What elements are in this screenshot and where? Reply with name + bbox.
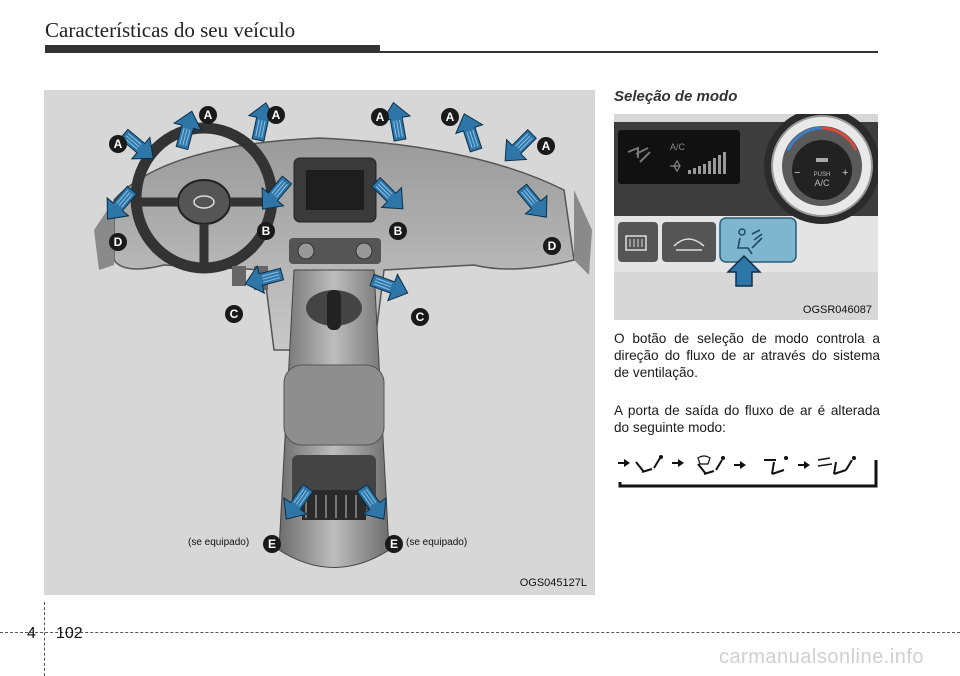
footer-divider [44,602,45,676]
page-number: 102 [56,625,83,642]
optional-note-left: (se equipado) [188,537,250,548]
vent-badge-e: E E [263,535,403,553]
svg-text:A: A [114,137,123,151]
recirculation-icon [673,238,705,251]
paragraph-mode-sequence: A porta de saída do fluxo de ar é altera… [614,403,880,435]
mode-sequence-diagram [614,452,880,488]
mode-floor-icon [764,456,788,475]
svg-text:A/C: A/C [670,142,686,152]
svg-text:PUSH: PUSH [814,172,831,178]
svg-text:E: E [268,537,276,551]
svg-text:A: A [376,110,385,124]
up-arrow-icon [726,254,762,287]
mode-defrost-face-icon [697,455,725,475]
svg-text:C: C [416,310,425,324]
mode-face-icon [627,146,651,163]
svg-text:A: A [204,108,213,122]
svg-text:A/C: A/C [814,178,830,188]
svg-text:+: + [842,167,848,179]
optional-note-right: (se equipado) [406,537,468,548]
paragraph-mode-description: O botão de seleção de modo controla a di… [614,331,880,380]
vent-badge-d: D D [109,233,561,255]
svg-text:A: A [446,110,455,124]
mode-floor-defrost-icon [817,456,856,475]
rear-defrost-icon [625,235,647,251]
mode-face-icon [635,455,663,473]
vent-badge-a: A A A A A A [109,106,555,155]
chapter-number: 4 [27,625,36,642]
svg-text:D: D [114,235,123,249]
header-rule-thin [380,51,878,53]
dashboard-vents-figure: A A A A A A B B C C D D E E (se equipado… [44,90,595,595]
svg-text:A: A [272,108,281,122]
vent-badge-b: B B [257,222,407,240]
svg-text:D: D [548,239,557,253]
mode-button-figure: A/C − + PUSH A/C OGSR0460 [614,114,878,320]
vent-badge-c: C C [225,305,429,326]
section-title: Seleção de modo [614,88,738,105]
svg-text:C: C [230,307,239,321]
footer-rule [0,632,960,633]
page-header-title: Características do seu veículo [45,18,296,42]
svg-text:E: E [390,537,398,551]
svg-text:−: − [794,167,800,179]
svg-text:B: B [262,224,271,238]
svg-text:A: A [542,139,551,153]
seat-person-icon [737,228,763,255]
figure-code: OGS045127L [519,577,587,589]
mode-figure-code: OGSR046087 [802,304,872,316]
svg-text:B: B [394,224,403,238]
watermark: carmanualsonline.info [718,646,924,668]
header-rule [45,45,380,53]
